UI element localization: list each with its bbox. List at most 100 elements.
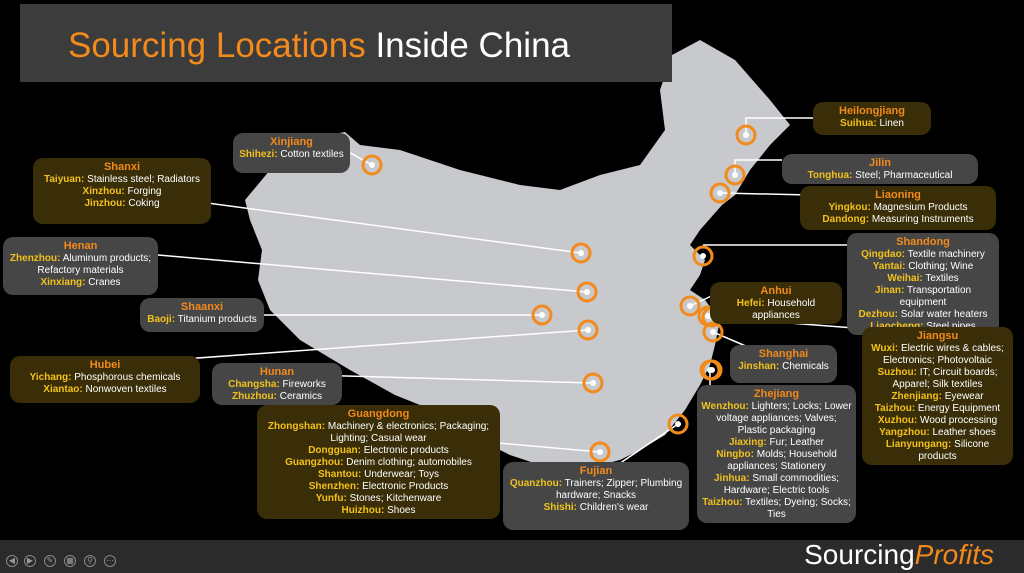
title-rest: Inside China bbox=[375, 26, 571, 65]
location-marker bbox=[577, 319, 599, 341]
region-item: Jinhua: Small commodities; Hardware; Ele… bbox=[701, 473, 852, 497]
industry-desc: IT; Circuit boards; Apparel; Silk textil… bbox=[892, 367, 998, 390]
region-item: Weihai: Textiles bbox=[851, 273, 995, 285]
city-name: Quanzhou: bbox=[509, 478, 563, 489]
region-item: Changsha: Fireworks bbox=[216, 379, 338, 391]
city-name: Hefei: bbox=[736, 298, 765, 309]
region-item: Jinzhou: Coking bbox=[37, 198, 207, 210]
industry-desc: Small commodities; Hardware; Electric to… bbox=[723, 473, 840, 496]
city-name: Jinshan: bbox=[738, 361, 780, 372]
city-name: Tonghua: bbox=[807, 170, 853, 181]
city-name: Dandong: bbox=[822, 214, 870, 225]
industry-desc: Fireworks bbox=[279, 379, 326, 390]
city-name: Baoji: bbox=[147, 314, 176, 325]
page-title: Sourcing Locations Inside China bbox=[68, 26, 570, 66]
city-name: Shenzhen: bbox=[308, 481, 360, 492]
city-name: Wenzhou: bbox=[701, 401, 749, 412]
location-marker bbox=[361, 154, 383, 176]
region-item: Taizhou: Textiles; Dyeing; Socks; Ties bbox=[701, 497, 852, 521]
industry-desc: Electric wires & cables; Electronics; Ph… bbox=[883, 343, 1004, 366]
prev-icon[interactable]: ◀ bbox=[6, 555, 18, 567]
industry-desc: Textiles; Dyeing; Socks; Ties bbox=[742, 497, 851, 520]
region-item: Wenzhou: Lighters; Locks; Lower voltage … bbox=[701, 401, 852, 437]
industry-desc: Stainless steel; Radiators bbox=[84, 174, 200, 185]
location-marker bbox=[701, 359, 723, 381]
city-name: Zhenzhou: bbox=[9, 253, 61, 264]
next-icon[interactable]: ▶ bbox=[24, 555, 36, 567]
industry-desc: Ceramics bbox=[276, 391, 322, 402]
slides-icon[interactable]: ▦ bbox=[64, 555, 76, 567]
region-name: Fujian bbox=[579, 465, 613, 477]
title-highlight: Sourcing Locations bbox=[68, 26, 366, 65]
region-item: Guangzhou: Denim clothing; automobiles bbox=[261, 457, 496, 469]
city-name: Yingkou: bbox=[828, 202, 871, 213]
region-item: Dongguan: Electronic products bbox=[261, 445, 496, 457]
city-name: Suzhou: bbox=[877, 367, 917, 378]
logo: SourcingProfits bbox=[804, 540, 994, 570]
industry-desc: Textiles bbox=[922, 273, 959, 284]
city-name: Taiyuan: bbox=[43, 174, 85, 185]
region-item: Suihua: Linen bbox=[817, 118, 927, 130]
region-item: Xiantao: Nonwoven textiles bbox=[14, 384, 196, 396]
region-item: Zhenjiang: Eyewear bbox=[866, 391, 1009, 403]
industry-desc: Forging bbox=[124, 186, 162, 197]
more-icon[interactable]: ⋯ bbox=[104, 555, 116, 567]
industry-desc: Children's wear bbox=[576, 502, 649, 513]
industry-desc: Linen bbox=[876, 118, 904, 129]
region-item: Suzhou: IT; Circuit boards; Apparel; Sil… bbox=[866, 367, 1009, 391]
city-name: Qingdao: bbox=[861, 249, 906, 260]
location-marker bbox=[679, 295, 701, 317]
logo-part1: Sourcing bbox=[804, 539, 915, 570]
industry-desc: Coking bbox=[125, 198, 160, 209]
region-item: Baoji: Titanium products bbox=[144, 314, 260, 326]
industry-desc: Textile machinery bbox=[905, 249, 985, 260]
city-name: Lianyungang: bbox=[885, 439, 952, 450]
region-item: Quanzhou: Trainers; Zipper; Plumbing har… bbox=[507, 478, 685, 502]
location-marker bbox=[582, 372, 604, 394]
pen-icon[interactable]: ✎ bbox=[44, 555, 56, 567]
industry-desc: Molds; Household appliances; Stationery bbox=[727, 449, 837, 472]
region-name: Heilongjiang bbox=[839, 105, 905, 117]
city-name: Dezhou: bbox=[858, 309, 898, 320]
location-marker bbox=[576, 281, 598, 303]
city-name: Yantai: bbox=[872, 261, 906, 272]
industry-desc: Clothing; Wine bbox=[905, 261, 974, 272]
region-item: Yantai: Clothing; Wine bbox=[851, 261, 995, 273]
industry-desc: Fur; Leather bbox=[766, 437, 825, 448]
region-item: Yangzhou: Leather shoes bbox=[866, 427, 1009, 439]
region-item: Yingkou: Magnesium Products bbox=[804, 202, 992, 214]
location-marker bbox=[735, 124, 757, 146]
zoom-icon[interactable]: ⚲ bbox=[84, 555, 96, 567]
region-item: Shantou: Underwear; Toys bbox=[261, 469, 496, 481]
city-name: Xiantao: bbox=[43, 384, 83, 395]
location-marker bbox=[724, 164, 746, 186]
leader-line bbox=[309, 374, 594, 384]
city-name: Yichang: bbox=[29, 372, 72, 383]
region-item: Zhuzhou: Ceramics bbox=[216, 391, 338, 403]
city-name: Guangzhou: bbox=[285, 457, 344, 468]
region-name: Shanxi bbox=[103, 161, 141, 173]
region-name: Shanghai bbox=[758, 348, 809, 360]
industry-desc: Leather shoes bbox=[929, 427, 996, 438]
location-marker bbox=[667, 413, 689, 435]
logo-part2: Profits bbox=[914, 539, 994, 570]
region-item: Hefei: Household appliances bbox=[714, 298, 838, 322]
industry-desc: Silicone products bbox=[918, 439, 990, 462]
city-name: Xinxiang: bbox=[40, 277, 86, 288]
region-item: Xinzhou: Forging bbox=[37, 186, 207, 198]
industry-desc: Aluminum products; Refactory materials bbox=[37, 253, 152, 276]
city-name: Huizhou: bbox=[341, 505, 385, 516]
region-item: Zhongshan: Machinery & electronics; Pack… bbox=[261, 421, 496, 445]
city-name: Weihai: bbox=[887, 273, 923, 284]
region-item: Xuzhou: Wood processing bbox=[866, 415, 1009, 427]
region-item: Shishi: Children's wear bbox=[507, 502, 685, 514]
china-outline bbox=[245, 40, 790, 470]
